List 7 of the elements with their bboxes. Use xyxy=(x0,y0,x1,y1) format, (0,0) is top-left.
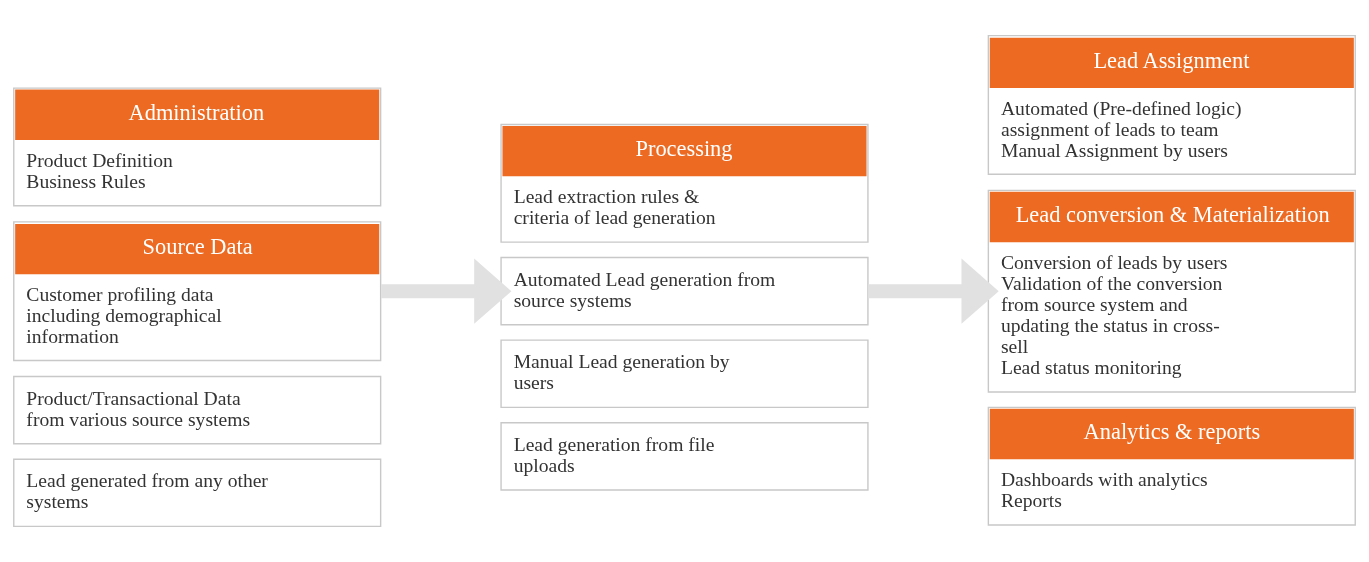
node-box: Manual Lead generation by users xyxy=(500,339,869,409)
node-box: Lead generated from any other systems xyxy=(13,458,382,528)
node-box: Lead generation from file uploads xyxy=(500,422,869,491)
arrow xyxy=(868,258,999,324)
arrow xyxy=(381,258,512,324)
node-box: Product/Transactional Data from various source systems xyxy=(13,375,382,445)
node-box: Automated Lead generation from source systems xyxy=(500,256,869,326)
